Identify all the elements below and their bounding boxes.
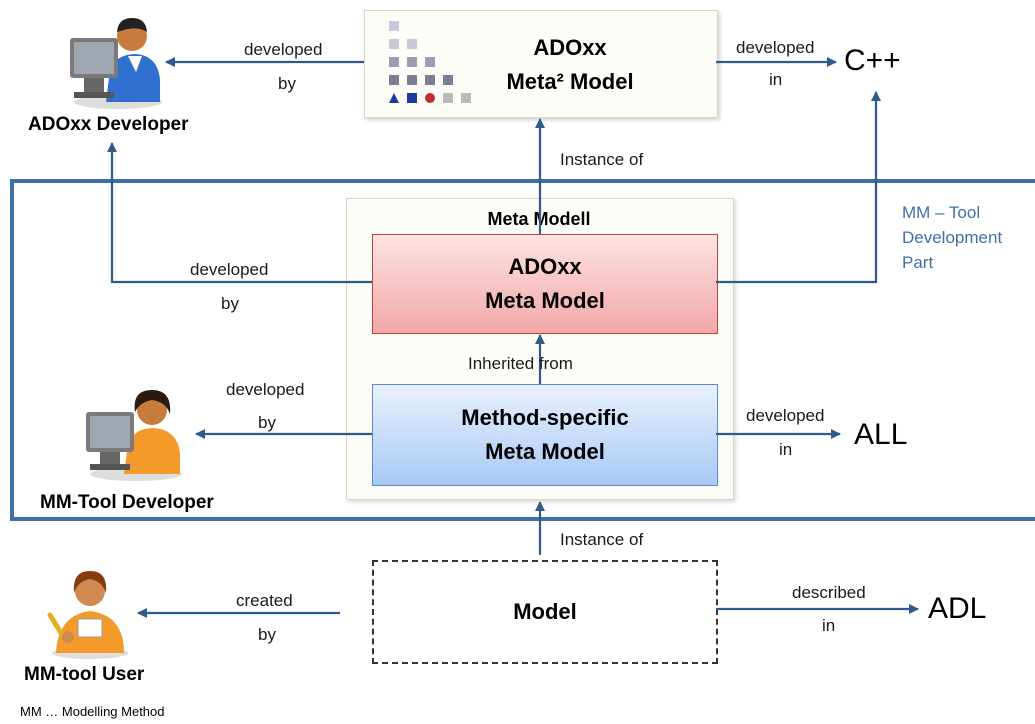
label-developed-5: developed bbox=[746, 406, 825, 425]
meta2-pattern-icon bbox=[389, 21, 471, 103]
adoxx-mm-line2: Meta Model bbox=[485, 288, 605, 313]
role-mm-tool-developer: MM-Tool Developer bbox=[40, 492, 214, 513]
lang-adl: ADL bbox=[928, 592, 987, 625]
region-label-line2: Development bbox=[902, 228, 1003, 247]
arrow-adoxx-mm-to-cpp bbox=[716, 91, 881, 284]
lang-cpp: C++ bbox=[844, 44, 901, 77]
model-label: Model bbox=[513, 599, 577, 624]
region-label-line1: MM – Tool bbox=[902, 203, 981, 222]
footnote: MM … Modelling Method bbox=[20, 704, 165, 719]
label-in-3: in bbox=[822, 616, 836, 635]
region-label: MM – Tool Development Part bbox=[902, 200, 1002, 275]
label-by-3: by bbox=[258, 413, 276, 432]
label-by-1: by bbox=[278, 74, 296, 93]
region-label-line3: Part bbox=[902, 253, 934, 272]
label-developed-2: developed bbox=[736, 38, 815, 57]
adoxx-meta2-model-box: ADOxx Meta² Model bbox=[364, 10, 718, 118]
method-mm-line2: Meta Model bbox=[485, 439, 605, 464]
adoxx-developer-icon bbox=[70, 18, 162, 109]
mm-tool-development-region bbox=[10, 179, 1035, 521]
label-in-1: in bbox=[769, 70, 783, 89]
label-instance-of-2: Instance of bbox=[560, 530, 644, 549]
label-inherited-from: Inherited from bbox=[468, 354, 573, 373]
arrow-adoxx-mm-to-adoxx-developer bbox=[107, 142, 372, 284]
label-developed-4: developed bbox=[226, 380, 305, 399]
method-specific-meta-model-box: Method-specific Meta Model bbox=[372, 384, 718, 486]
mm-tool-user-icon bbox=[47, 571, 128, 659]
label-developed-3: developed bbox=[190, 260, 269, 279]
meta2-title-line2: Meta² Model bbox=[506, 69, 634, 94]
model-box: Model bbox=[372, 560, 718, 664]
role-adoxx-developer: ADOxx Developer bbox=[28, 114, 189, 135]
adoxx-mm-line1: ADOxx bbox=[508, 254, 582, 279]
lang-all: ALL bbox=[854, 418, 908, 451]
label-instance-of-1: Instance of bbox=[560, 150, 644, 169]
mm-tool-developer-icon bbox=[86, 390, 182, 481]
method-mm-line1: Method-specific bbox=[461, 405, 629, 430]
adoxx-meta-model-box: ADOxx Meta Model bbox=[372, 234, 718, 334]
meta2-title-line1: ADOxx bbox=[533, 35, 607, 60]
label-by-4: by bbox=[258, 625, 276, 644]
label-by-2: by bbox=[221, 294, 239, 313]
label-created: created bbox=[236, 591, 293, 610]
role-mm-tool-user: MM-tool User bbox=[24, 664, 145, 685]
label-developed-1: developed bbox=[244, 40, 323, 59]
label-described: described bbox=[792, 583, 866, 602]
label-in-2: in bbox=[779, 440, 793, 459]
